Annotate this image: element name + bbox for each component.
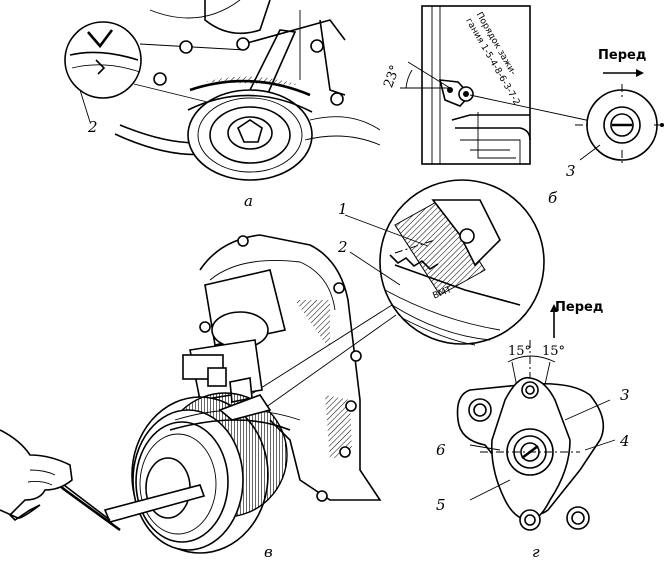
panel-letter-v: в xyxy=(264,543,273,561)
timing-cover xyxy=(199,234,382,501)
inset-circle-a xyxy=(64,21,142,99)
callout-g-5: 5 xyxy=(436,496,446,514)
panel-letter-a: а xyxy=(244,192,253,210)
callout-g-6: 6 xyxy=(436,441,446,459)
angle-label-23: 23° xyxy=(381,63,403,90)
panel-letter-b: б xyxy=(548,189,558,207)
callout-b-3: 3 xyxy=(566,162,576,180)
front-label-b: Перед xyxy=(598,48,646,63)
front-label-g: Перед xyxy=(555,300,603,315)
hand xyxy=(0,429,73,522)
panel-a: 2 а xyxy=(64,0,381,210)
callout-v-1: 1 xyxy=(338,200,348,218)
panel-letter-g: г xyxy=(532,543,540,561)
panel-g: Перед 15° 15° 3 4 5 6 г xyxy=(436,300,630,561)
callout-v-2: 2 xyxy=(337,238,348,256)
angle-left-15: 15° xyxy=(508,344,531,359)
panel-b: 23° Порядок зажи- гания 1-5-4-8-6-3-7-2 … xyxy=(381,5,665,207)
callout-g-4: 4 xyxy=(619,432,630,450)
angle-right-15: 15° xyxy=(542,344,565,359)
callout-a-2: 2 xyxy=(87,118,98,136)
panel-v: ВМТ 1 2 xyxy=(0,179,545,561)
callout-g-3: 3 xyxy=(620,386,630,404)
